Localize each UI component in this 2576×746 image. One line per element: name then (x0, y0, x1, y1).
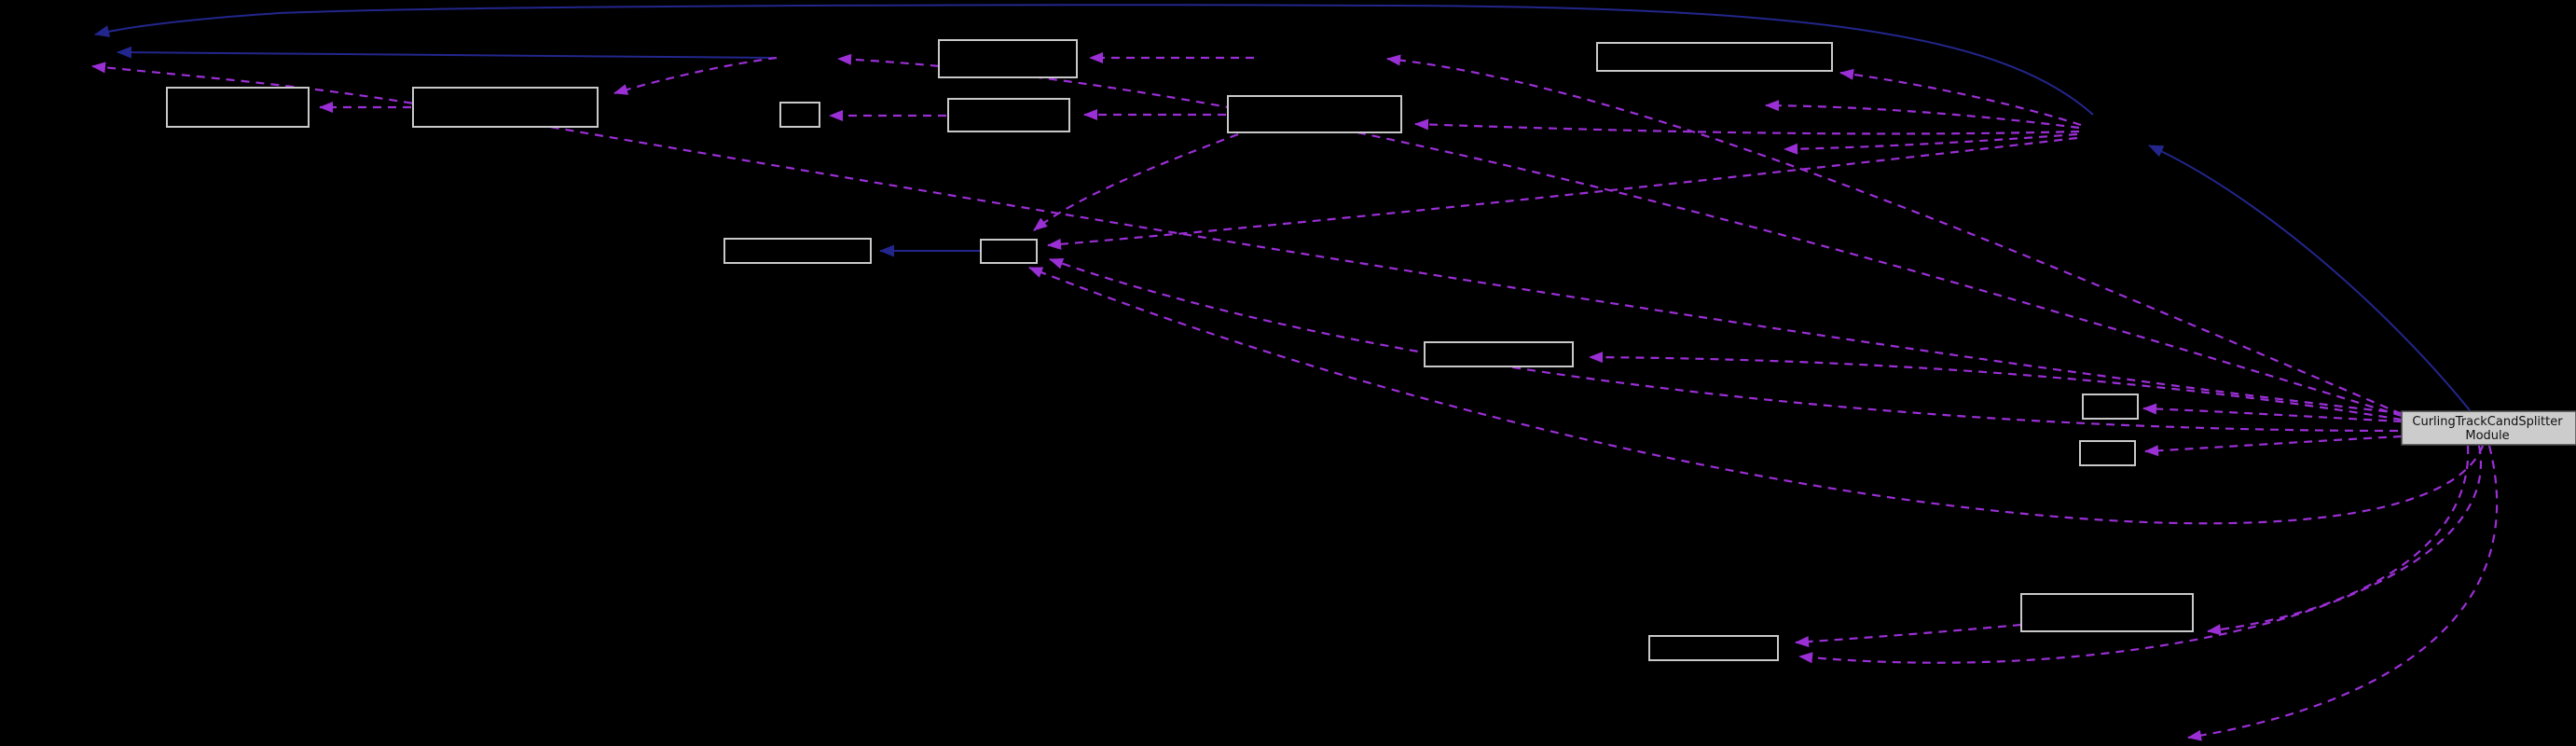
graph-edge-module-to-far-left (91, 62, 2403, 415)
graph-edge-module-to-i-3 (1028, 266, 2485, 525)
graph-node-d[interactable] (779, 102, 820, 128)
graph-node-h[interactable] (723, 238, 872, 264)
graph-node-a[interactable] (166, 87, 310, 128)
nodes-layer (166, 39, 2194, 661)
graph-node-l[interactable] (2079, 440, 2136, 466)
graph-edge-module-to-n (2207, 445, 2470, 636)
highlighted-node-label-line1: CurlingTrackCandSplitter (2412, 415, 2563, 429)
graph-node-c[interactable] (938, 39, 1078, 78)
highlighted-node-label-line2: Module (2465, 429, 2509, 443)
highlighted-node-box[interactable] (2401, 410, 2576, 446)
graph-edge-hub-to-air2 (1784, 132, 2078, 155)
graph-edge-module-to-o (1798, 445, 2482, 664)
graph-edge-hub-to-i (1047, 136, 2078, 250)
graph-edge-f-to-i (1033, 132, 1239, 231)
graph-edge-hub-to-f (1414, 118, 2080, 135)
graph-edge-solid-mid-left (117, 46, 776, 59)
graph-node-e[interactable] (947, 98, 1070, 132)
graph-edge-air-to-b (613, 56, 778, 95)
graph-edge-module-to-l (2144, 435, 2403, 457)
graph-edge-n-to-o (1795, 623, 2022, 648)
graph-node-b[interactable] (412, 87, 599, 128)
graph-node-n[interactable] (2020, 593, 2194, 632)
graph-edge-module-to-bottom-air (2187, 445, 2499, 741)
graph-edge-solid-module-to-hub (2148, 145, 2471, 411)
graph-node-k[interactable] (2082, 394, 2139, 420)
graph-edge-module-to-j (1589, 352, 2403, 421)
graph-edge-solid-top-sweep (94, 4, 2094, 116)
graph-edge-hub-to-air1 (1765, 100, 2080, 130)
graph-edge-module-to-k (2142, 403, 2403, 423)
highlighted-node-curlingtrackcandsplittermodule[interactable]: CurlingTrackCandSplitter Module (2401, 410, 2576, 446)
graph-node-j[interactable] (1424, 341, 1574, 367)
graph-edge-module-to-air-w (1386, 54, 2403, 416)
graph-node-g[interactable] (1596, 42, 1833, 72)
graph-edge-module-to-i-2 (1049, 257, 2399, 433)
edges-layer (91, 4, 2499, 741)
graph-node-o[interactable] (1648, 635, 1779, 661)
graph-node-f[interactable] (1227, 95, 1402, 133)
graph-edge-module-to-air-y (837, 53, 2403, 418)
graph-edge-hub-to-g (1839, 68, 2082, 127)
graph-node-i[interactable] (980, 239, 1038, 264)
